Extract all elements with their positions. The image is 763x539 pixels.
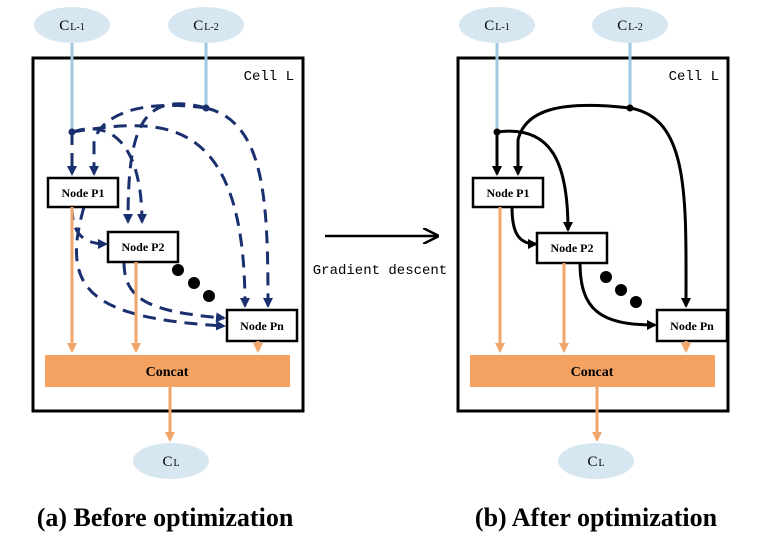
node-pn: Node Pn: [225, 308, 299, 343]
input-c-l-2: CL-2: [592, 7, 668, 43]
panel-before-optimization: CL-1 CL-2 Cell L: [31, 7, 305, 532]
transition-label: Gradient descent: [313, 263, 447, 279]
concat-block: Concat: [45, 355, 290, 387]
svg-text:CL-2: CL-2: [617, 18, 642, 34]
svg-text:CL-2: CL-2: [193, 18, 218, 34]
dashed-edges: [67, 102, 273, 331]
cell-border: [456, 56, 730, 413]
concat-inputs: [495, 207, 691, 353]
concat-block: Concat: [470, 355, 715, 387]
svg-text:Node Pn: Node Pn: [240, 319, 284, 333]
cell-border: [31, 56, 305, 413]
node-pn: Node Pn: [655, 308, 729, 343]
ellipsis-dots: [172, 264, 215, 302]
svg-text:CL-1: CL-1: [59, 18, 84, 34]
node-p1: Node P1: [471, 176, 545, 209]
svg-text:Concat: Concat: [146, 365, 189, 380]
output-c-l: CL: [133, 443, 209, 479]
svg-text:Concat: Concat: [571, 365, 614, 380]
input-c-l-1: CL-1: [34, 7, 110, 43]
svg-text:Node P1: Node P1: [62, 186, 105, 200]
input-c-l-2: CL-2: [168, 7, 244, 43]
svg-text:Node Pn: Node Pn: [670, 319, 714, 333]
ellipsis-dots: [600, 271, 642, 308]
concat-inputs: [67, 207, 263, 353]
output-c-l: CL: [558, 443, 634, 479]
node-p2: Node P2: [106, 230, 180, 264]
svg-text:CL: CL: [587, 454, 604, 470]
svg-text:Node P2: Node P2: [551, 241, 594, 255]
cell-label: Cell L: [244, 69, 294, 85]
svg-text:CL-1: CL-1: [484, 18, 509, 34]
solid-edges: [492, 103, 692, 330]
caption-before: (a) Before optimization: [37, 503, 294, 532]
node-p1: Node P1: [46, 176, 120, 209]
caption-after: (b) After optimization: [475, 503, 718, 532]
svg-text:CL: CL: [162, 454, 179, 470]
transition-arrow: Gradient descent: [313, 236, 447, 279]
input-c-l-1: CL-1: [459, 7, 535, 43]
cell-label: Cell L: [669, 69, 719, 85]
svg-text:Node P1: Node P1: [487, 186, 530, 200]
panel-after-optimization: CL-1 CL-2 Cell L Node P1: [456, 7, 730, 532]
svg-text:Node P2: Node P2: [122, 240, 165, 254]
node-p2: Node P2: [535, 231, 609, 265]
